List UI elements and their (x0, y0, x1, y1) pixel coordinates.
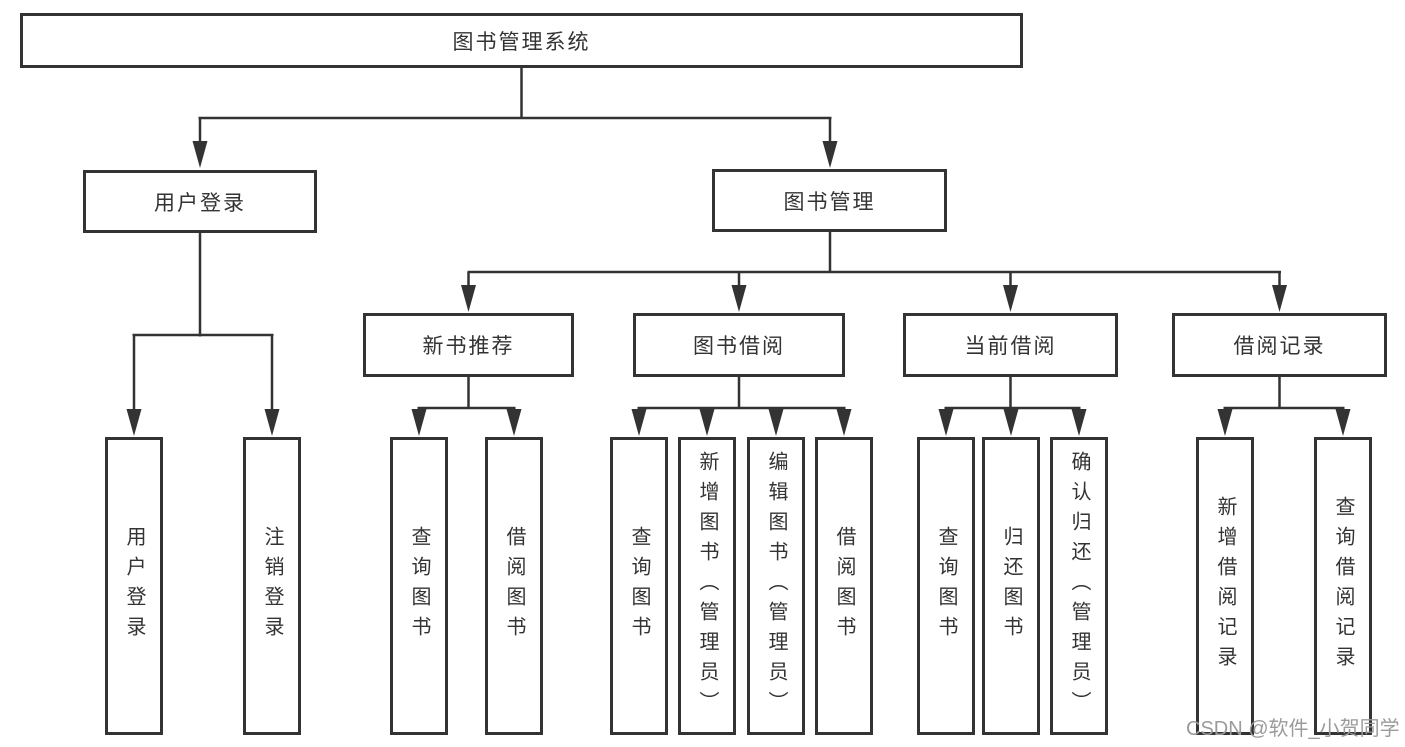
node-label: 查询图书 (408, 526, 430, 646)
leaf-borrow-book-recommend: 借阅图书 (485, 437, 543, 735)
connector-new-book-group (411, 377, 522, 436)
connector-current-borrowing-group (938, 377, 1087, 436)
node-label: 查询图书 (935, 526, 957, 646)
node-label: 用户登录 (154, 191, 246, 215)
node-label: 当前借阅 (964, 335, 1057, 358)
leaf-query-book-recommend: 查询图书 (390, 437, 448, 735)
node-user-login: 用户登录 (83, 170, 317, 233)
node-label: 用户登录 (123, 526, 145, 646)
leaf-query-book-borrowing: 查询图书 (610, 437, 668, 735)
connector-root-to-level2 (192, 68, 838, 168)
node-label: 图书管理系统 (452, 30, 591, 54)
leaf-add-book-admin: 新增图书（管理员） (678, 437, 736, 735)
node-label: 新书推荐 (422, 335, 515, 358)
leaf-edit-book-admin: 编辑图书（管理员） (747, 437, 805, 735)
connector-borrowing-records-group (1217, 375, 1351, 436)
node-label: 借阅图书 (503, 526, 525, 646)
node-label: 新增图书（管理员） (696, 451, 718, 721)
leaf-return-book: 归还图书 (982, 437, 1040, 735)
node-book-borrowing: 图书借阅 (633, 313, 845, 377)
leaf-borrow-book: 借阅图书 (815, 437, 873, 735)
leaf-logout: 注销登录 (243, 437, 301, 735)
node-label: 编辑图书（管理员） (765, 451, 787, 721)
node-borrowing-records: 借阅记录 (1172, 313, 1387, 377)
node-book-management: 图书管理 (712, 169, 947, 232)
node-label: 图书借阅 (693, 335, 785, 358)
node-label: 借阅图书 (833, 526, 855, 646)
leaf-query-book-current: 查询图书 (917, 437, 975, 735)
leaf-add-borrow-record: 新增借阅记录 (1196, 437, 1254, 735)
node-new-book-recommendation: 新书推荐 (363, 313, 574, 377)
node-label: 借阅记录 (1233, 335, 1326, 358)
node-label: 查询借阅记录 (1332, 496, 1354, 676)
connector-user-login-children (126, 233, 280, 436)
node-label: 注销登录 (261, 526, 283, 646)
node-current-borrowing: 当前借阅 (903, 313, 1118, 377)
leaf-confirm-return-admin: 确认归还（管理员） (1050, 437, 1108, 735)
node-label: 新增借阅记录 (1214, 496, 1236, 676)
node-label: 图书管理 (783, 190, 876, 214)
leaf-query-borrow-record: 查询借阅记录 (1314, 437, 1372, 735)
node-label: 查询图书 (628, 526, 650, 646)
csdn-watermark: CSDN @软件_小贺同学 (1186, 718, 1400, 740)
node-label: 确认归还（管理员） (1068, 451, 1090, 721)
connector-book-management-to-level3 (461, 232, 1287, 312)
node-label: 归还图书 (1000, 526, 1022, 646)
node-library-system-root: 图书管理系统 (20, 13, 1023, 68)
leaf-user-login: 用户登录 (105, 437, 163, 735)
connector-book-borrowing-group (631, 377, 852, 436)
